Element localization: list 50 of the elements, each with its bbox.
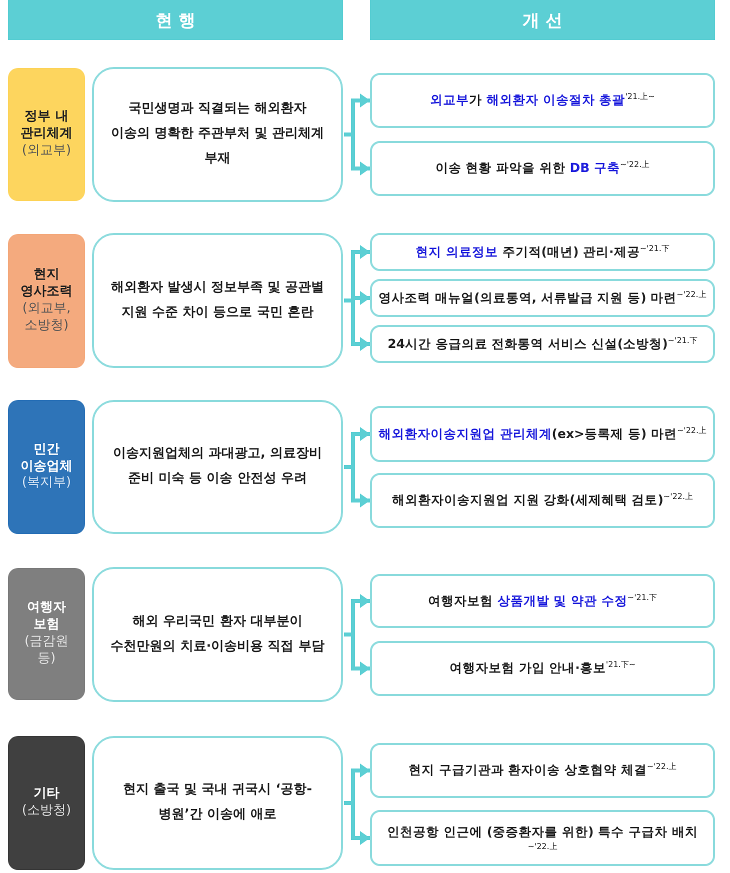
improvement-box: [370, 574, 715, 628]
problem-box: [92, 567, 343, 702]
problem-text: 국민생명과 직결되는 해외환자 이송의 명확한 주관부처 및 관리체계 부재: [110, 100, 326, 168]
improvement-text: 여행자보험 가입 안내·홍보$^{'21.下~}$: [449, 659, 636, 678]
column-header: [8, 0, 343, 40]
problem-box: [92, 67, 343, 202]
category-agency: (외교부, 소방청): [21, 301, 72, 335]
improvement-text: 해외환자이송지원업 지원 강화(세제혜택 검토)$^{~'22.上}$: [392, 491, 694, 510]
problem-text: 현지 출국 및 국내 귀국시 ‘공항-병원’간 이송에 애로: [122, 781, 313, 824]
category-agency: (금감원 등): [23, 634, 70, 668]
improvement-text: 해외환자이송지원업 관리체계(ex>등록제 등) 마련$^{~'22.上}$: [378, 424, 707, 444]
category-agency: (복지부): [22, 475, 72, 492]
category-box: [8, 400, 85, 534]
category-box: [8, 234, 85, 368]
category-title: 민간 이송업체: [20, 442, 74, 476]
category-title: 여행자 보험: [26, 600, 67, 634]
improvement-text: 현지 구급기관과 환자이송 상호협약 체결$^{~'22.上}$: [408, 761, 677, 780]
improvement-box: [370, 141, 715, 196]
category-title: 현지 영사조력: [20, 267, 74, 301]
improvement-box: [370, 406, 715, 462]
category-agency: (외교부): [22, 142, 72, 160]
column-header: [370, 0, 715, 40]
problem-text: 해외 우리국민 환자 대부분이 수천만원의 치료·이송비용 직접 부담: [110, 612, 326, 656]
category-title: 기타: [34, 786, 60, 803]
improvement-text: 외교부가 해외환자 이송절차 총괄$^{'21.上~}$: [430, 91, 655, 110]
improvement-box: [370, 473, 715, 528]
category-box: [8, 68, 85, 201]
category-box: [8, 736, 85, 870]
category-title: 정부 내 관리체계: [20, 109, 74, 143]
improvement-box: [370, 641, 715, 696]
problem-box: [92, 233, 343, 368]
improvement-box: [370, 810, 715, 866]
improvement-box: [370, 73, 715, 128]
improvement-text: 24시간 응급의료 전화통역 서비스 신설(소방청)$^{~'21.下}$: [388, 334, 698, 354]
problem-box: [92, 736, 343, 870]
header-text: 현 행: [156, 10, 196, 32]
improvement-text: 여행자보험 상품개발 및 약관 수정$^{~'21.下}$: [428, 592, 658, 610]
improvement-box: [370, 743, 715, 798]
problem-text: 해외환자 발생시 정보부족 및 공관별 지원 수준 차이 등으로 국민 혼란: [110, 278, 326, 322]
improvement-text: 현지 의료정보 주기적(매년) 관리·제공$^{~'21.下}$: [416, 242, 670, 262]
category-agency: (소방청): [22, 803, 72, 820]
improvement-box: [370, 233, 715, 271]
improvement-box: [370, 325, 715, 363]
problem-box: [92, 400, 343, 534]
improvement-text: 영사조력 매뉴얼(의료통역, 서류발급 지원 등) 마련$^{~'22.上}$: [378, 288, 706, 308]
improvement-box: [370, 279, 715, 317]
category-box: [8, 568, 85, 700]
problem-text: 이송지원업체의 과대광고, 의료장비 준비 미숙 등 이송 안전성 우려: [112, 445, 323, 488]
header-text: 개 선: [522, 10, 562, 32]
improvement-text: 이송 현황 파악을 위한 DB 구축$^{~'22.上}$: [435, 159, 650, 178]
